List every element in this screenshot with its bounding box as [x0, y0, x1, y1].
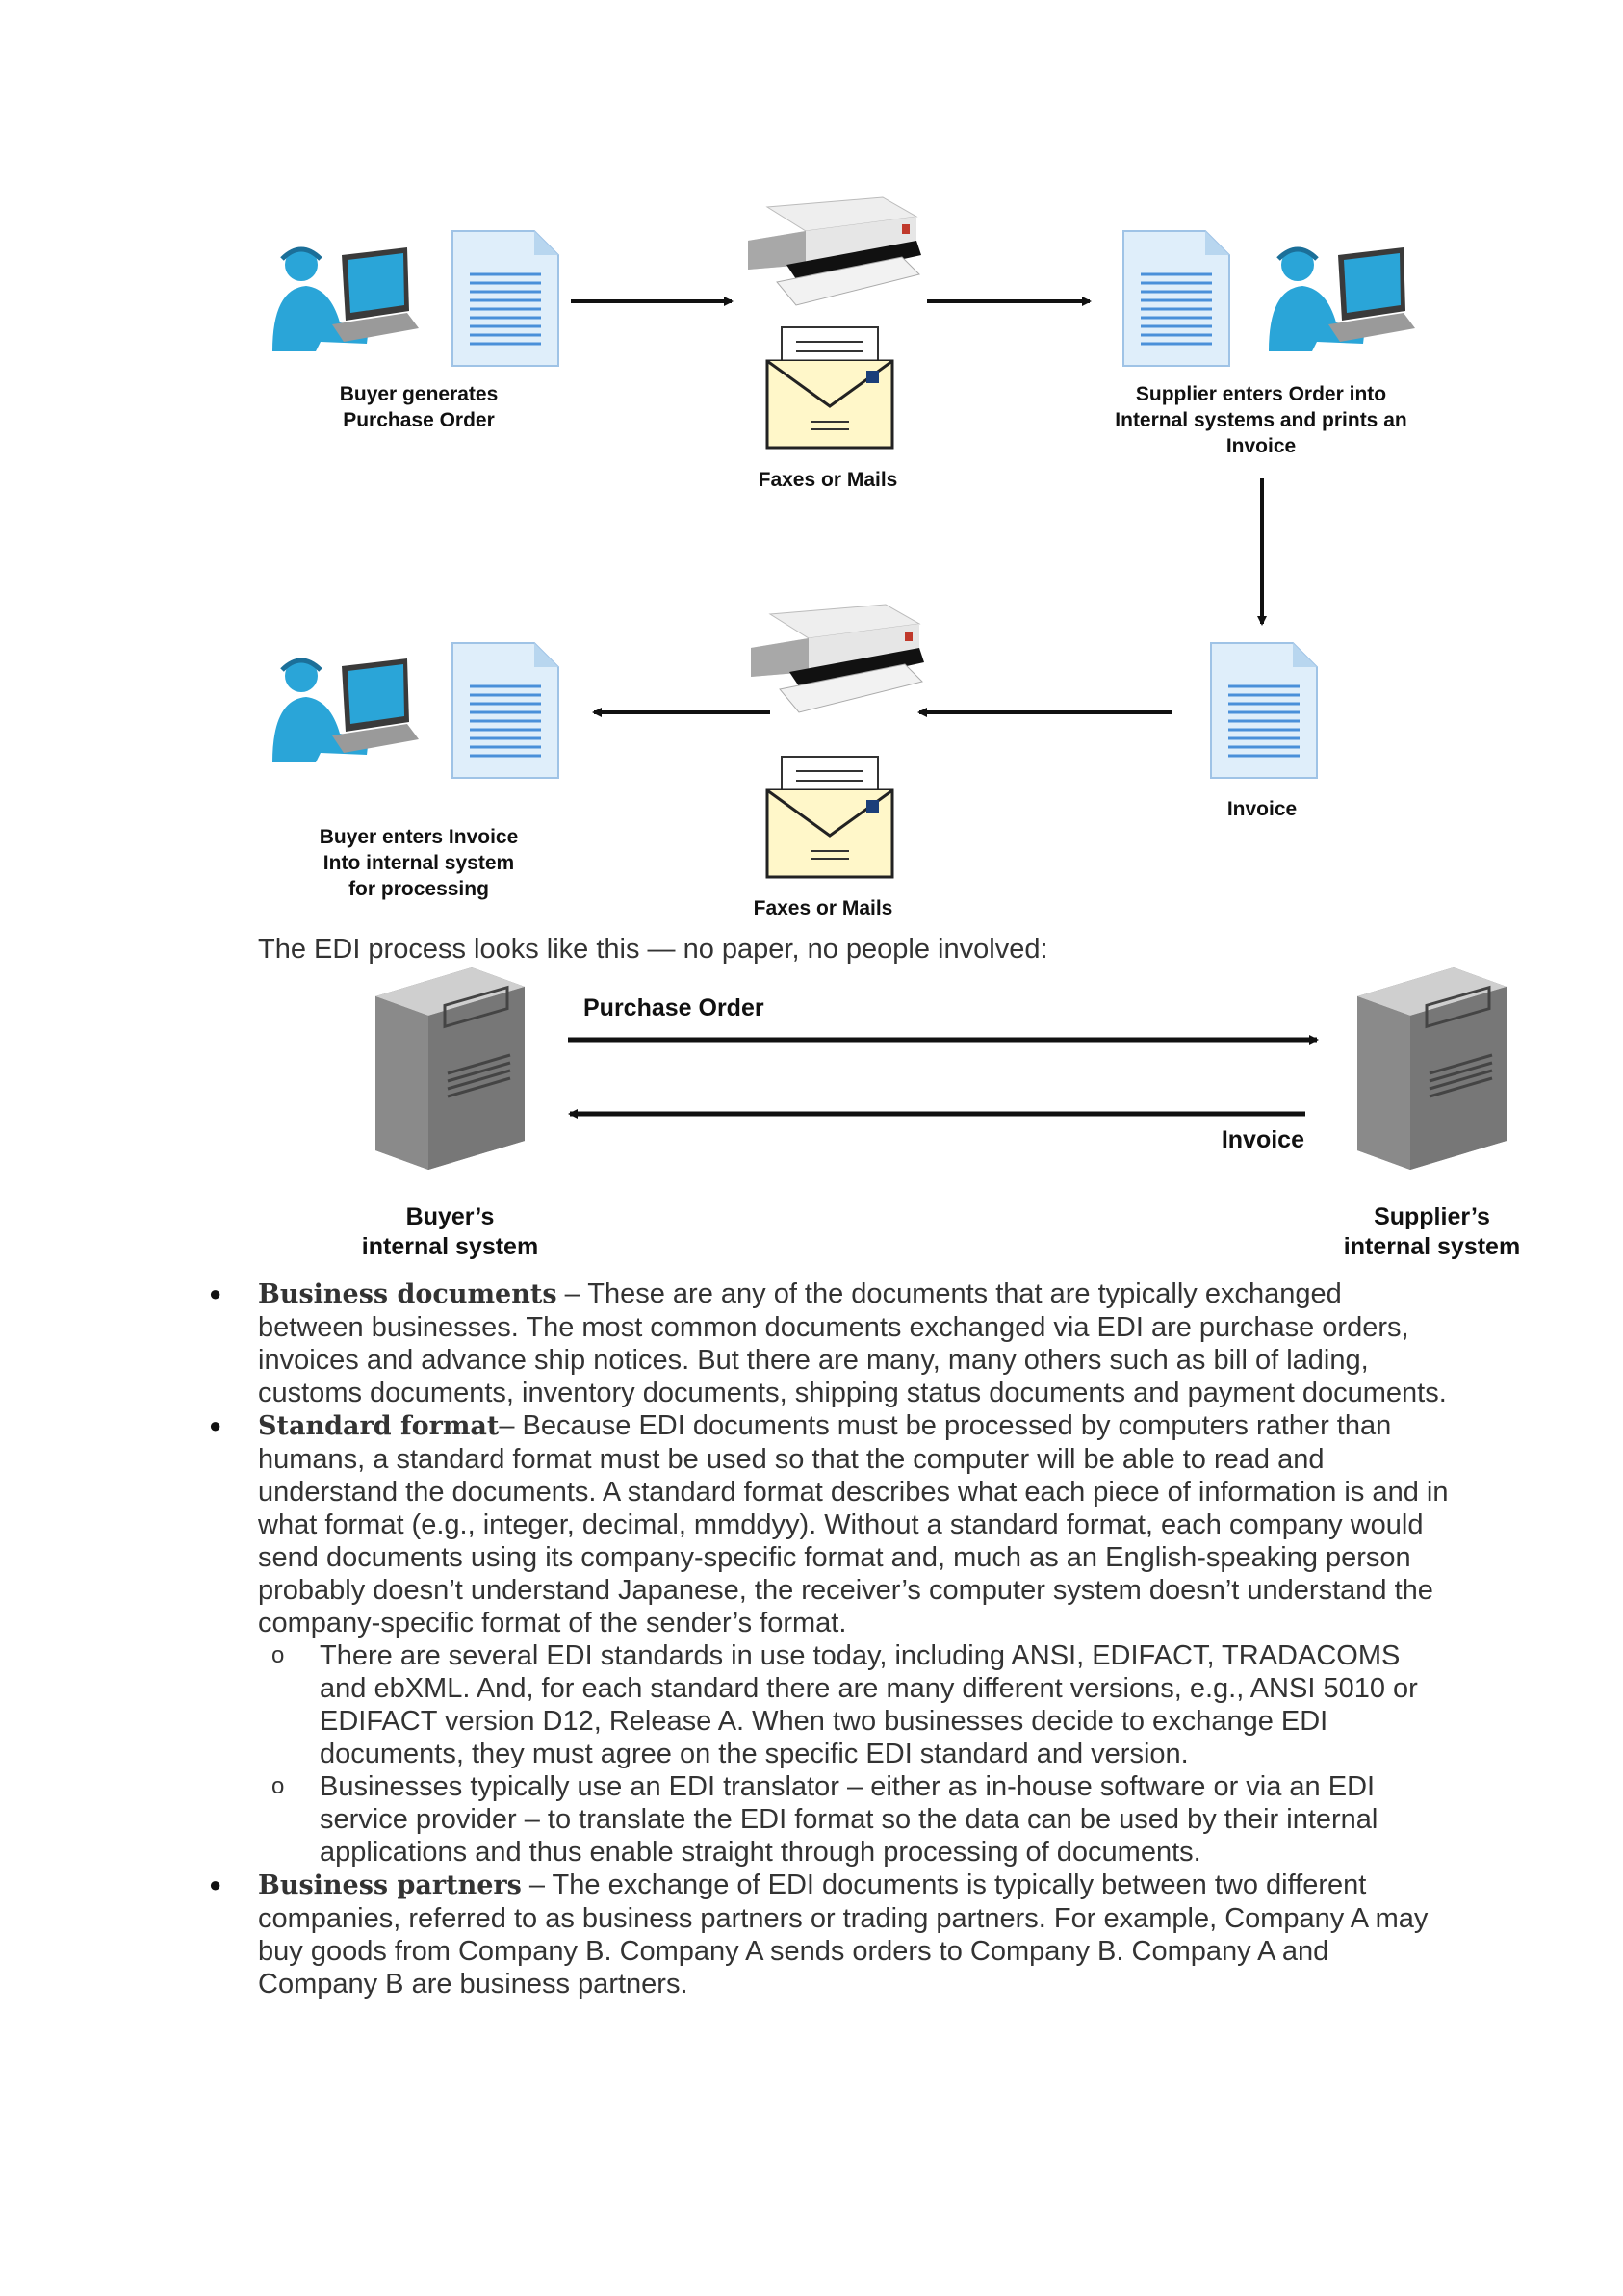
faxes-or-mails-label-top: Faxes or Mails [758, 469, 898, 491]
sub-item-text: There are several EDI standards in use t… [320, 1640, 1418, 1769]
edi-intro-text: The EDI process looks like this — no pap… [258, 934, 1048, 965]
buyer-internal-system-label: Buyer’s internal system [361, 1203, 539, 1260]
supplier-person-icon [1269, 247, 1415, 351]
edi-components-list: ● Business documents – These are any of … [197, 1277, 1449, 2000]
supplier-internal-system-label: Supplier’s internal system [1343, 1203, 1521, 1260]
sub-list-item: o There are several EDI standards in use… [197, 1639, 1449, 1770]
mail-envelope-icon-2 [765, 755, 894, 879]
bullet-icon: ● [209, 1281, 222, 1305]
buyer-server-icon [374, 966, 527, 1172]
invoice-document-icon [1209, 641, 1319, 780]
faxes-or-mails-label-bottom: Faxes or Mails [753, 897, 893, 919]
list-item: ● Standard format– Because EDI documents… [197, 1409, 1449, 1639]
buyer-person-icon [272, 247, 419, 351]
bullet-term: Business documents [258, 1279, 557, 1309]
invoice-label: Invoice [1226, 798, 1298, 820]
bullet-text: – These are any of the documents that ar… [258, 1278, 1447, 1408]
invoice-document-icon-buyer [451, 641, 560, 780]
invoice-arrow-label: Invoice [1221, 1126, 1304, 1153]
circle-bullet-icon: o [271, 1642, 285, 1668]
bullet-term: Business partners [258, 1870, 522, 1900]
bullet-icon: ● [209, 1872, 222, 1896]
edi-diagrams [0, 196, 1508, 1172]
purchase-order-document-icon [451, 229, 560, 368]
fax-machine-icon-2 [750, 604, 925, 713]
bullet-text: – The exchange of EDI documents is typic… [258, 1870, 1429, 1999]
step-buyer-generates-label: Buyer generates Purchase Order [339, 383, 499, 431]
purchase-order-arrow-label: Purchase Order [583, 994, 764, 1021]
circle-bullet-icon: o [271, 1773, 285, 1799]
mail-envelope-icon [765, 325, 894, 450]
received-order-document-icon [1121, 229, 1231, 368]
buyer-person-icon-2 [272, 658, 419, 762]
bullet-term: Standard format [258, 1411, 500, 1441]
sub-item-text: Businesses typically use an EDI translat… [320, 1771, 1378, 1868]
bullet-text: – Because EDI documents must be processe… [258, 1410, 1449, 1638]
list-item: ● Business documents – These are any of … [197, 1277, 1449, 1409]
step-buyer-enters-invoice-label: Buyer enters Invoice Into internal syste… [319, 826, 519, 900]
step-supplier-enters-label: Supplier enters Order into Internal syst… [1115, 383, 1407, 457]
supplier-server-icon [1355, 966, 1508, 1172]
fax-machine-icon [747, 196, 922, 306]
sub-list-item: o Businesses typically use an EDI transl… [197, 1770, 1449, 1869]
bullet-icon: ● [209, 1413, 222, 1437]
list-item: ● Business partners – The exchange of ED… [197, 1869, 1449, 2000]
